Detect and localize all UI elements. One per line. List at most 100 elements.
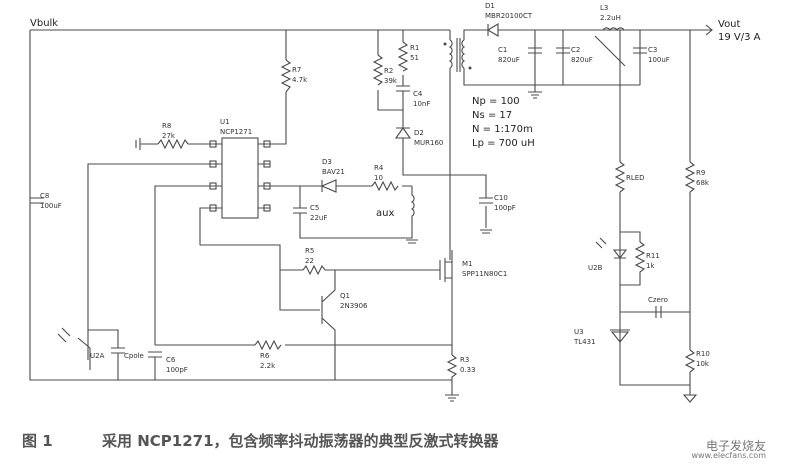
c6-label: C6: [166, 356, 176, 364]
c4-label: C4: [413, 90, 423, 98]
r5-resistor: [302, 264, 326, 276]
r3-value: 0.33: [460, 366, 476, 374]
transformer-primary: [448, 39, 453, 69]
r3-resistor: [446, 354, 458, 395]
u2b-light-arrows: [595, 237, 607, 249]
czero-label: Czero: [648, 296, 668, 304]
r1-label: R1: [410, 44, 419, 52]
c4-value: 10nF: [413, 100, 430, 108]
r4-value: 10: [374, 174, 383, 182]
r1-resistor: [397, 41, 409, 72]
vout-label: Vout: [718, 19, 741, 30]
rled-label: RLED: [626, 174, 645, 182]
c1-value: 820uF: [498, 56, 520, 64]
d3-diode: [320, 179, 337, 193]
c5-label: C5: [310, 204, 319, 212]
c8-value: 100uF: [40, 202, 62, 210]
figure-title: 采用 NCP1271，包含频率抖动振荡器的典型反激式转换器: [102, 432, 499, 450]
r8-label: R8: [162, 122, 171, 130]
r2-value: 39k: [384, 77, 398, 85]
czero-capacitor: [655, 306, 690, 318]
r7-value: 4.7k: [292, 76, 308, 84]
c5-capacitor: [293, 207, 307, 220]
c10-capacitor: [479, 197, 493, 204]
d1-label: D1: [485, 2, 495, 10]
figure-caption: 图 1 采用 NCP1271，包含频率抖动振荡器的典型反激式转换器: [22, 430, 499, 451]
watermark: 电子发烧友 www.elecfans.com: [692, 437, 767, 460]
watermark-site: www.elecfans.com: [691, 451, 767, 460]
r5-label: R5: [305, 247, 314, 255]
c6-capacitor: [148, 351, 162, 380]
r6-value: 2.2k: [260, 362, 276, 370]
r8-resistor: [157, 138, 189, 150]
secondary-ground: [528, 85, 542, 99]
l3-inductor: [602, 27, 625, 32]
gate-drive: R5 22 M1 SPP11N80C1 Q1 2N3906 R3 0.33: [200, 244, 507, 402]
d2-value: MUR160: [414, 139, 443, 147]
r9-label: R9: [696, 169, 705, 177]
u1-body: [221, 137, 259, 219]
transformer-np: Np = 100: [472, 96, 520, 107]
c8-label: C8: [40, 192, 49, 200]
l3-label: L3: [600, 4, 608, 12]
r10-value: 10k: [696, 360, 710, 368]
transformer-lp: Lp = 700 uH: [472, 138, 535, 149]
u3-label: U3: [574, 328, 584, 336]
m1-value: SPP11N80C1: [462, 270, 507, 278]
c3-value: 100uF: [648, 56, 670, 64]
u2b-led: [612, 249, 628, 259]
output-capacitors: [528, 47, 647, 54]
c10-label: C10: [494, 194, 508, 202]
aux-ground: [406, 239, 418, 244]
figure-number: 图 1: [22, 432, 53, 450]
u1-label: U1: [220, 118, 230, 126]
d1-diode: [486, 23, 499, 37]
cpole-capacitor: [88, 329, 125, 380]
vout-rating: 19 V/3 A: [718, 32, 761, 43]
vbulk-net: Vbulk: [29, 18, 452, 381]
r5-value: 22: [305, 257, 314, 265]
flyback-schematic: Vbulk R1 51 R2 39k C4 10nF D2 MUR160 D1: [29, 2, 761, 403]
transformer-n: N = 1:170m: [472, 124, 533, 135]
primary-branch: R1 51 R2 39k C4 10nF D2 MUR160: [372, 30, 472, 260]
r7-label: R7: [292, 66, 301, 74]
u2a-label: U2A: [90, 352, 105, 360]
d2-diode: [394, 127, 412, 150]
r4-resistor: [371, 180, 399, 192]
transformer-ns: Ns = 17: [472, 110, 512, 121]
m1-label: M1: [462, 260, 473, 268]
transformer-secondary: [461, 39, 466, 69]
r2-resistor: [372, 54, 384, 86]
c1-label: C1: [498, 46, 507, 54]
u3-value: TL431: [573, 338, 596, 346]
vout-arrow-icon: [690, 24, 713, 36]
d3-label: D3: [322, 158, 332, 166]
d1-value: MBR20100CT: [485, 12, 533, 20]
q1-transistor: [279, 270, 336, 380]
c6-value: 100pF: [166, 366, 188, 374]
switch-node: C10 100pF: [454, 174, 516, 234]
output-ground-icon: [682, 394, 698, 403]
r9-value: 68k: [696, 179, 710, 187]
c2-label: C2: [571, 46, 580, 54]
m1-mosfet: [439, 250, 453, 282]
r6-label: R6: [260, 352, 270, 360]
watermark-name: 电子发烧友: [705, 439, 766, 453]
c3-label: C3: [648, 46, 657, 54]
cpole-label: Cpole: [124, 352, 144, 360]
c10-value: 100pF: [494, 204, 516, 212]
vbulk-label: Vbulk: [30, 18, 58, 29]
r11-value: 1k: [646, 262, 655, 270]
c5-value: 22uF: [310, 214, 327, 222]
r10-label: R10: [696, 350, 710, 358]
l3-value: 2.2uH: [600, 14, 621, 22]
aux-supply: D3 BAV21 R4 10 C5 22uF aux: [270, 158, 418, 244]
secondary-branch: D1 MBR20100CT C1 820uF C2 820uF C3 100uF…: [463, 2, 761, 149]
q1-label: Q1: [340, 292, 350, 300]
feedback-network: RLED R9 68k U2B R11 1k Czero U3 TL431 R1…: [573, 30, 710, 403]
rled-resistor: [614, 161, 626, 193]
r11-resistor: [620, 241, 646, 286]
u2a-light-arrows: [57, 327, 71, 343]
r4-label: R4: [374, 164, 384, 172]
c10-ground: [480, 229, 492, 234]
